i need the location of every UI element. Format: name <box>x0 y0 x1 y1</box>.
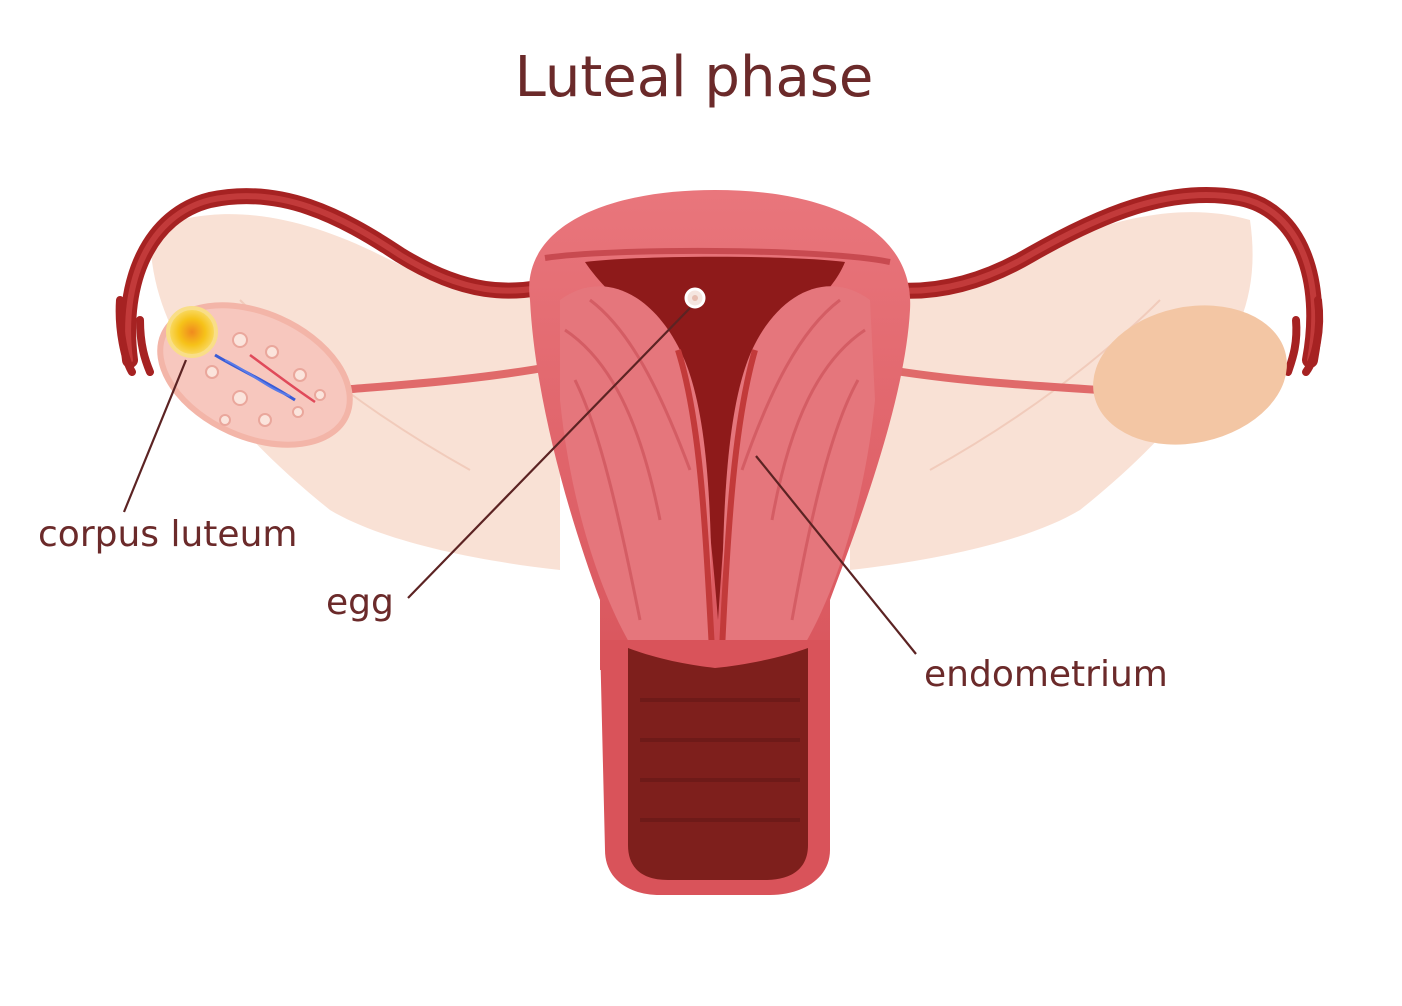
ovary-left <box>157 302 353 448</box>
label-egg: egg <box>326 582 394 623</box>
follicles <box>205 332 326 427</box>
endometrium-leader <box>755 455 917 655</box>
corpus-luteum <box>166 306 218 358</box>
uterine-cavity <box>585 256 845 620</box>
egg-leader <box>407 307 691 599</box>
diagram-title: Luteal phase <box>515 45 874 110</box>
egg <box>684 287 706 309</box>
ovary-right <box>1093 305 1287 445</box>
cervix <box>600 640 830 895</box>
endometrium-left <box>560 286 712 660</box>
uterus <box>529 190 911 670</box>
endometrium-right <box>722 286 875 660</box>
fallopian-tube-left <box>115 188 578 394</box>
corpus-luteum-leader <box>122 359 188 513</box>
label-corpus-luteum: corpus luteum <box>38 514 297 555</box>
label-endometrium: endometrium <box>924 654 1168 695</box>
